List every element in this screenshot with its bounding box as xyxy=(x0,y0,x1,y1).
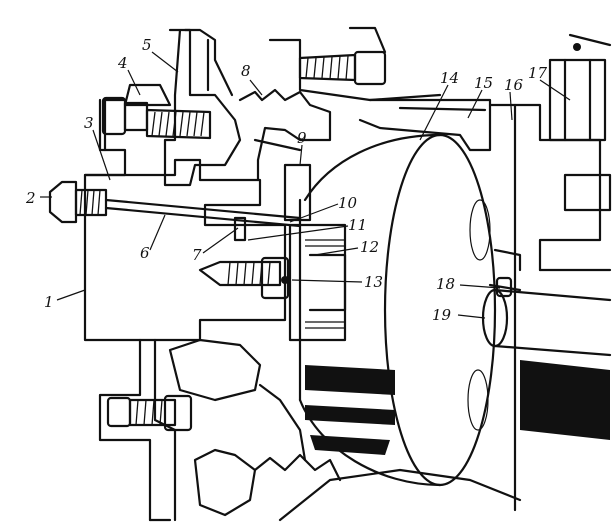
callout-18: 18 xyxy=(436,275,455,293)
top-bolt xyxy=(268,26,442,102)
output-shaft xyxy=(481,248,612,440)
oil-channel xyxy=(104,198,302,228)
callout-1: 1 xyxy=(44,293,54,311)
leader-lines xyxy=(40,51,571,319)
callout-14: 14 xyxy=(440,69,459,87)
callout-17: 17 xyxy=(528,64,548,82)
clutch-drum xyxy=(298,133,497,487)
callout-19: 19 xyxy=(432,306,452,324)
right-housing xyxy=(488,33,612,512)
adjusting-bolt xyxy=(198,216,290,300)
drum-lining xyxy=(305,365,395,455)
lower-gears xyxy=(168,338,522,522)
filler-plug xyxy=(48,180,108,224)
callout-7: 7 xyxy=(192,246,202,264)
callout-8: 8 xyxy=(241,62,251,80)
toothed-flange xyxy=(238,88,332,182)
callout-9: 9 xyxy=(297,129,307,147)
hub-assembly xyxy=(283,163,347,342)
callout-15: 15 xyxy=(474,74,493,92)
callout-13: 13 xyxy=(364,273,383,291)
upper-bracket xyxy=(163,28,242,187)
callout-3: 3 xyxy=(84,114,94,132)
upper-bolt xyxy=(101,83,212,140)
housing-body xyxy=(83,98,287,522)
callout-16: 16 xyxy=(504,76,524,94)
callout-10: 10 xyxy=(338,194,358,212)
callout-2: 2 xyxy=(25,189,36,207)
callout-6: 6 xyxy=(140,244,150,262)
drum-cover xyxy=(358,98,492,152)
lower-bolt xyxy=(106,394,193,432)
callout-4: 4 xyxy=(117,54,128,72)
callout-12: 12 xyxy=(360,238,379,256)
callout-11: 11 xyxy=(348,216,367,234)
callout-5: 5 xyxy=(142,36,152,54)
